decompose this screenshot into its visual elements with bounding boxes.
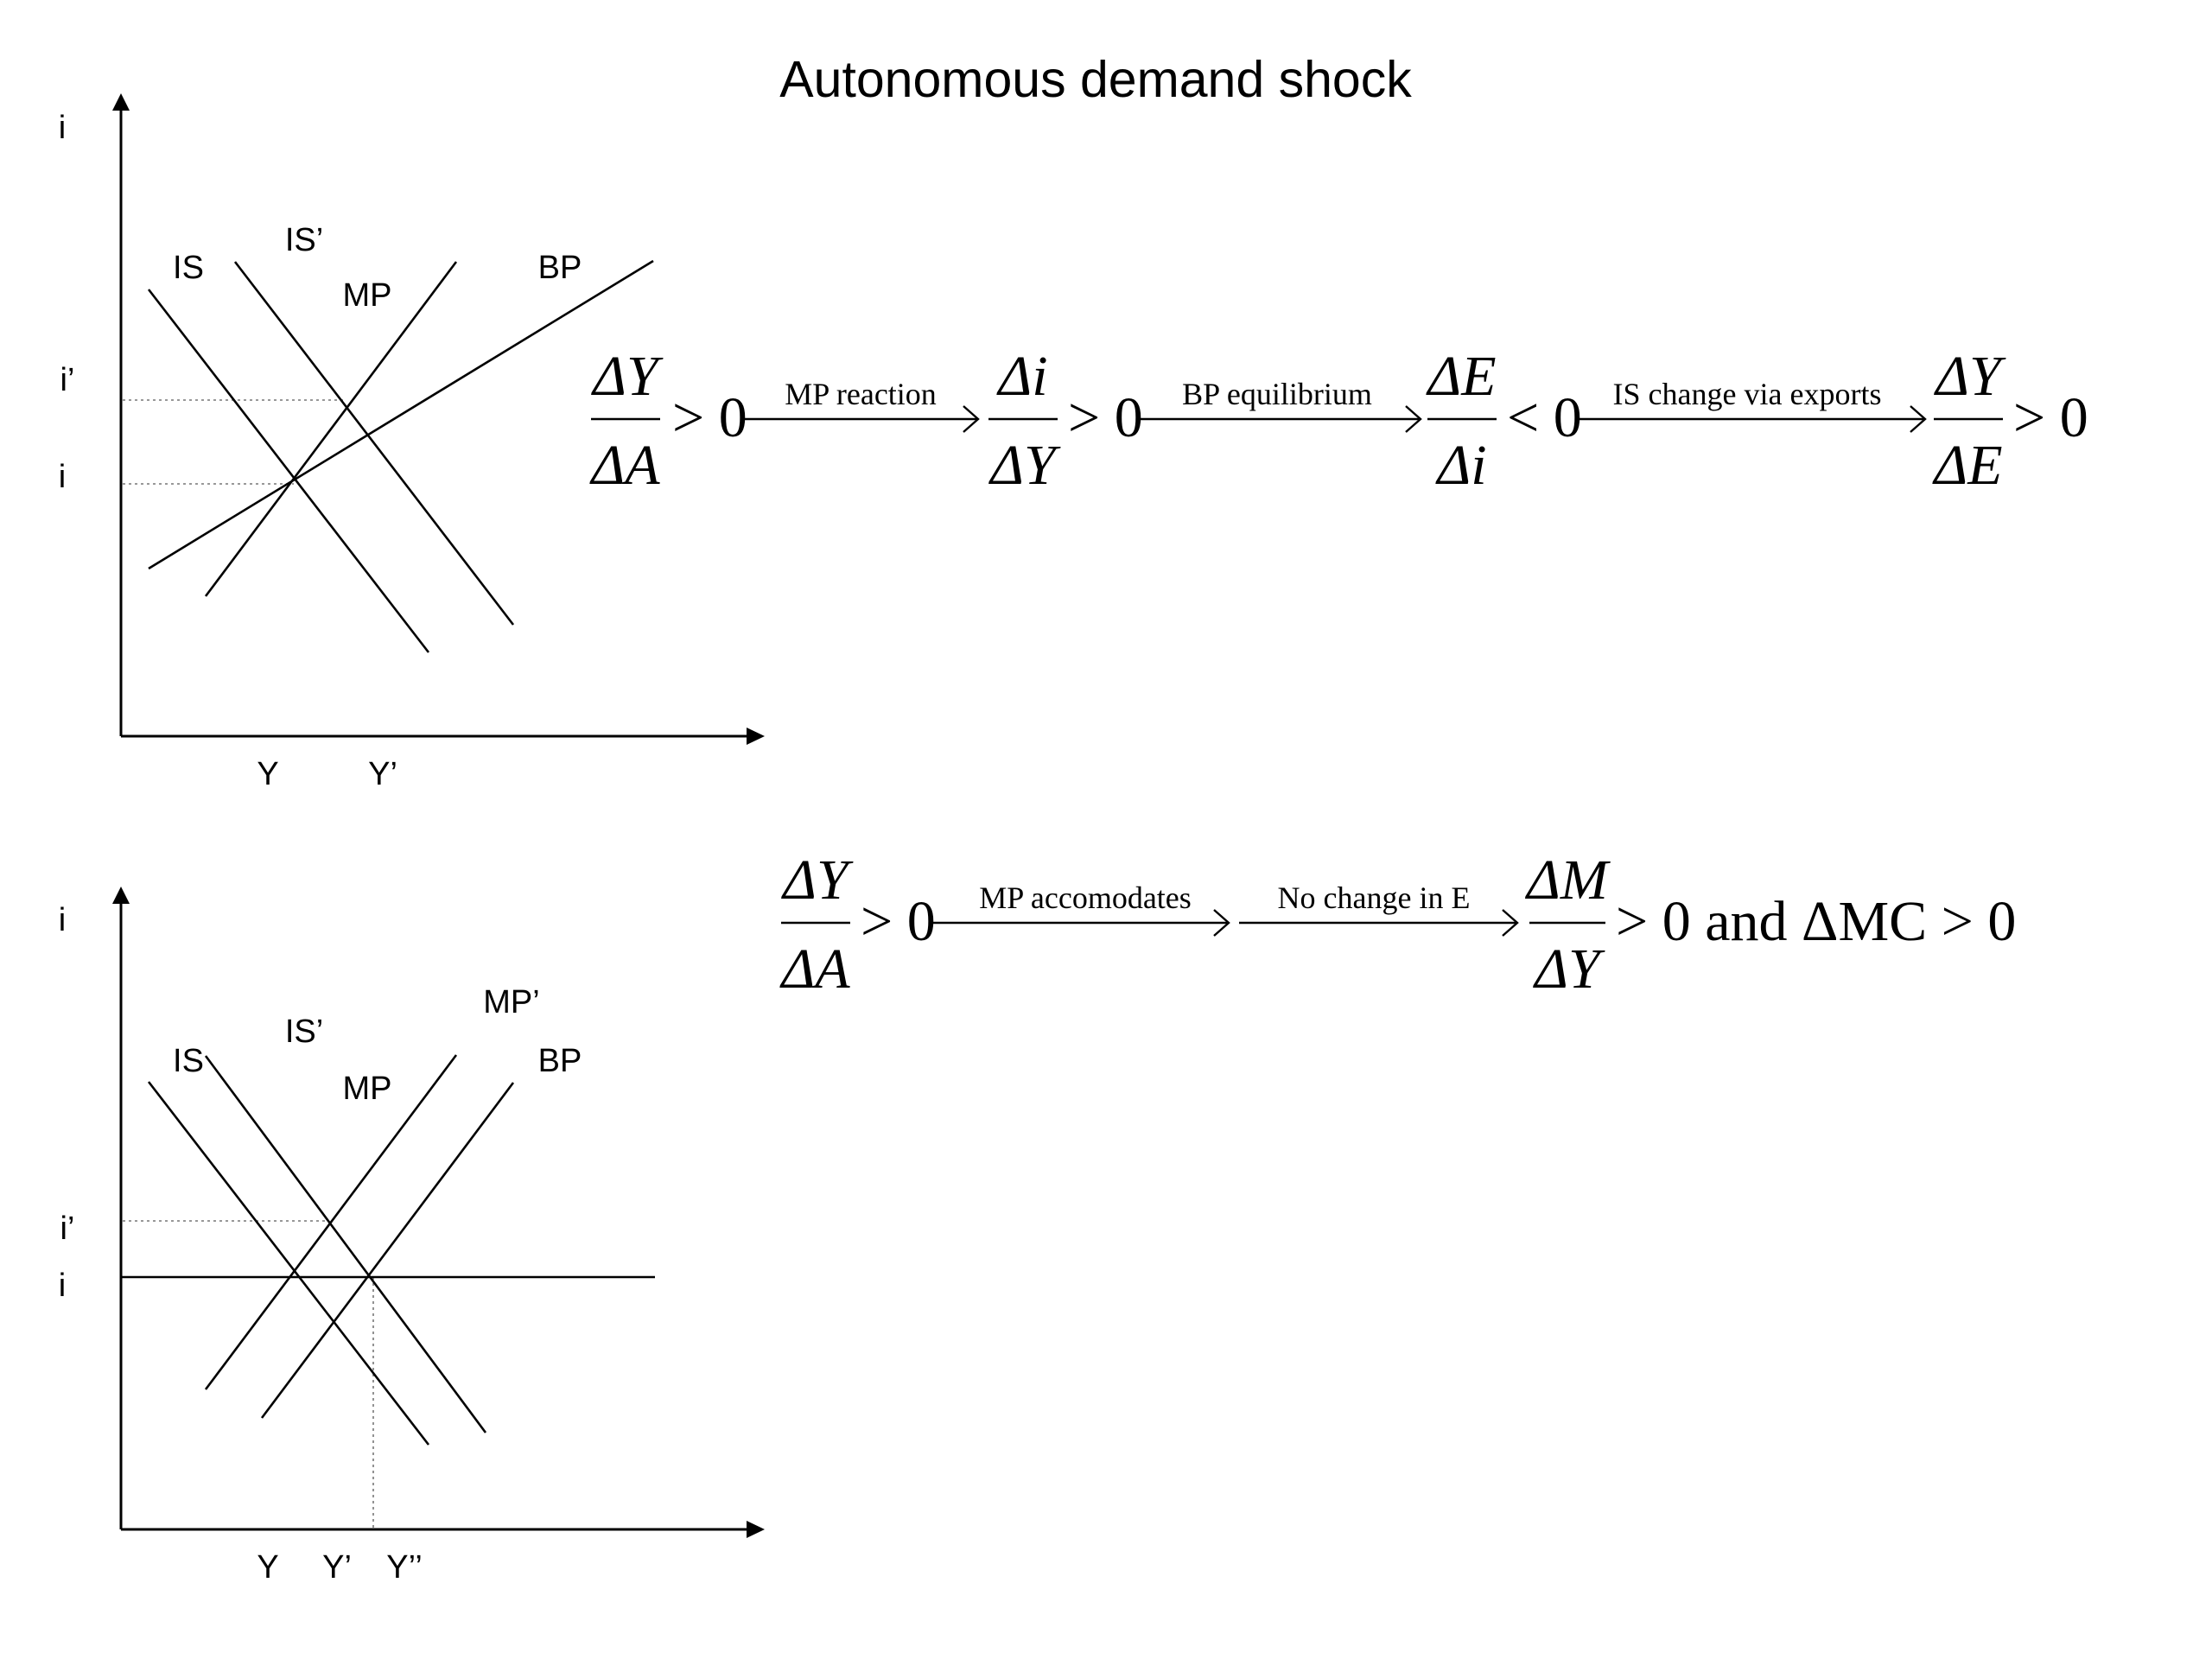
top-tick-i: i	[59, 459, 66, 495]
chain-top-arrow3-head	[1910, 405, 1927, 433]
bottom-label-mp-prime: MP’	[483, 984, 539, 1020]
bottom-y-axis-label: i	[59, 902, 66, 938]
chain-top: ΔY ΔA > 0 MP reaction Δi ΔY > 0 BP equil…	[588, 345, 2088, 497]
top-label-is: IS	[173, 250, 204, 286]
bottom-label-bp: BP	[538, 1043, 582, 1079]
graph-bottom: i i’ i Y Y’ Y’’ IS IS’ MP MP’ BP	[59, 887, 765, 1586]
bottom-is-prime-curve	[204, 1055, 487, 1433]
chain-top-frac1-den: ΔA	[588, 434, 660, 497]
bottom-tick-y-prime: Y’	[322, 1549, 352, 1586]
top-is-curve	[147, 289, 430, 653]
chain-top-arrow3-label: IS change via exports	[1613, 377, 1882, 411]
bottom-tick-y: Y	[257, 1549, 278, 1586]
chain-top-frac2-den: ΔY	[988, 434, 1061, 497]
top-tick-y-prime: Y’	[368, 756, 397, 792]
bottom-tick-y-double-prime: Y’’	[386, 1549, 423, 1586]
chain-top-arrow2-head	[1405, 405, 1422, 433]
chain-bottom-arrow2-label: No change in E	[1278, 880, 1471, 915]
chain-top-rel3: < 0	[1507, 386, 1582, 449]
chain-bottom-rel1: > 0	[861, 890, 936, 953]
top-label-bp: BP	[538, 250, 582, 286]
chain-bottom-arrow2-head	[1502, 909, 1519, 937]
top-y-axis-label: i	[59, 110, 66, 146]
top-label-mp: MP	[343, 277, 392, 314]
chain-top-arrow1-head	[963, 405, 980, 433]
top-y-axis-arrowhead	[112, 93, 130, 111]
chain-top-frac4-den: ΔE	[1931, 434, 2002, 497]
chain-bottom-frac2-den: ΔY	[1532, 938, 1605, 1001]
chain-top-frac3-num: ΔE	[1425, 345, 1496, 408]
bottom-tick-i: i	[59, 1268, 66, 1304]
slide-title: Autonomous demand shock	[779, 51, 1412, 108]
top-bp-curve	[148, 259, 654, 570]
chain-bottom-frac1-num: ΔY	[780, 849, 854, 912]
chain-top-rel4: > 0	[2013, 386, 2088, 449]
chain-bottom-rel2: > 0 and ΔMC > 0	[1616, 890, 2016, 953]
chain-bottom-arrow1-head	[1213, 909, 1230, 937]
bottom-label-mp: MP	[343, 1071, 392, 1107]
bottom-label-is: IS	[173, 1043, 204, 1079]
bottom-label-is-prime: IS’	[285, 1014, 323, 1050]
chain-bottom-frac1-den: ΔA	[779, 938, 850, 1001]
top-tick-i-prime: i’	[60, 362, 75, 398]
bottom-is-curve	[147, 1081, 430, 1446]
bottom-mp-curve	[204, 1054, 458, 1390]
top-tick-y: Y	[257, 756, 278, 792]
top-label-is-prime: IS’	[285, 222, 323, 258]
graph-top: i i’ i Y Y’ IS IS’ MP BP	[59, 93, 765, 792]
chain-bottom: ΔY ΔA > 0 MP accomodates No change in E …	[779, 849, 2016, 1001]
bottom-x-axis-arrowhead	[747, 1521, 765, 1538]
top-mp-curve	[204, 261, 458, 597]
chain-top-arrow1-label: MP reaction	[785, 377, 937, 411]
chain-top-arrow2-label: BP equilibrium	[1182, 377, 1372, 411]
chain-top-rel1: > 0	[672, 386, 747, 449]
chain-top-rel2: > 0	[1068, 386, 1143, 449]
bottom-mp-prime-curve	[260, 1082, 515, 1419]
chain-top-frac2-num: Δi	[995, 345, 1047, 408]
bottom-tick-i-prime: i’	[60, 1211, 75, 1247]
chain-bottom-arrow1-label: MP accomodates	[979, 880, 1192, 915]
chain-top-frac4-num: ΔY	[1933, 345, 2006, 408]
chain-top-frac3-den: Δi	[1434, 434, 1486, 497]
chain-top-frac1-num: ΔY	[590, 345, 664, 408]
top-x-axis-arrowhead	[747, 728, 765, 745]
bottom-y-axis-arrowhead	[112, 887, 130, 904]
top-is-prime-curve	[233, 261, 515, 626]
chain-bottom-frac2-num: ΔM	[1524, 849, 1611, 912]
